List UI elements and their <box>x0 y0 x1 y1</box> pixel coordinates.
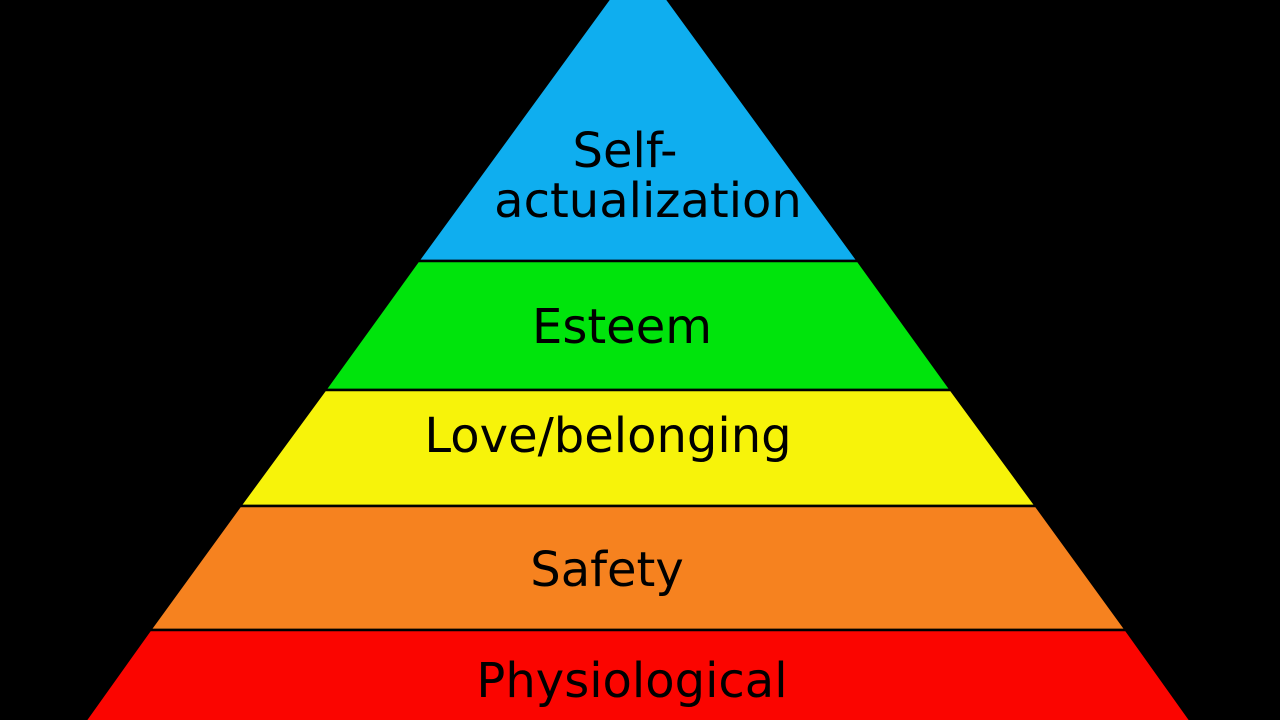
level-label-self-actualization-line1: Self- <box>573 123 678 179</box>
level-label-love-belonging: Love/belonging <box>424 408 791 464</box>
level-label-physiological: Physiological <box>476 653 787 709</box>
pyramid-level-physiological <box>84 628 1192 720</box>
level-label-esteem: Esteem <box>532 299 712 355</box>
level-label-self-actualization-line2: actualization <box>494 173 802 229</box>
level-label-safety: Safety <box>530 542 684 598</box>
